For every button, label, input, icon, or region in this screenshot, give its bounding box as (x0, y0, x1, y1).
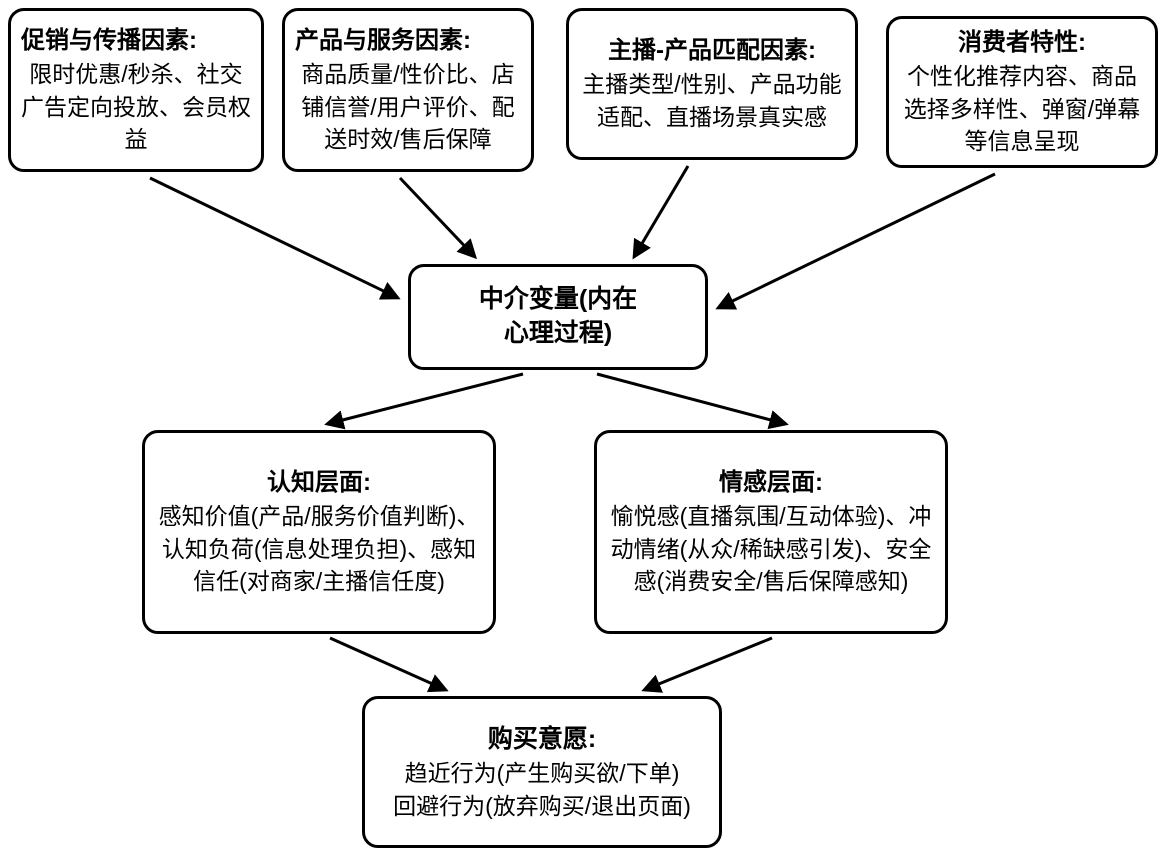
box-consumer-traits-title: 消费者特性: (958, 28, 1086, 56)
box-promotion-title: 促销与传播因素: (21, 26, 197, 54)
box-emotional-level: 情感层面: 愉悦感(直播氛围/互动体验)、冲动情绪(从众/稀缺感引发)、安全感(… (594, 430, 948, 634)
box-anchor-product-match-title: 主播-产品匹配因素: (608, 37, 816, 65)
arrow-consumer-to-mediator (715, 172, 996, 310)
box-consumer-traits-body: 个性化推荐内容、商品选择多样性、弹窗/弹幕等信息呈现 (903, 63, 1141, 155)
box-anchor-product-match-body: 主播类型/性别、产品功能适配、直播场景真实感 (582, 71, 842, 131)
arrow-cognitive-to-purchase (329, 636, 449, 693)
box-purchase-title: 购买意愿: (487, 724, 597, 753)
box-product-service-title: 产品与服务因素: (295, 26, 471, 54)
arrow-product-to-mediator (398, 176, 478, 260)
box-purchase-body-line1: 趋近行为(产生购买欲/下单) (404, 760, 680, 787)
box-consumer-traits: 消费者特性: 个性化推荐内容、商品选择多样性、弹窗/弹幕等信息呈现 (886, 16, 1158, 168)
box-mediator-title-line2: 心理过程) (503, 319, 613, 347)
box-cognitive-body: 感知价值(产品/服务价值判断)、认知负荷(信息处理负担)、感知信任(对商家/主播… (158, 503, 480, 595)
box-promotion-factors: 促销与传播因素: 限时优惠/秒杀、社交广告定向投放、会员权益 (8, 8, 264, 172)
box-anchor-product-match-factors: 主播-产品匹配因素: 主播类型/性别、产品功能适配、直播场景真实感 (566, 8, 858, 160)
box-purchase-intention: 购买意愿: 趋近行为(产生购买欲/下单) 回避行为(放弃购买/退出页面) (362, 696, 722, 848)
box-product-service-factors: 产品与服务因素: 商品质量/性价比、店铺信誉/用户评价、配送时效/售后保障 (282, 8, 534, 172)
box-mediator-variable: 中介变量(内在 心理过程) (408, 264, 708, 370)
arrow-promotion-to-mediator (149, 176, 401, 300)
box-emotional-body: 愉悦感(直播氛围/互动体验)、冲动情绪(从众/稀缺感引发)、安全感(消费安全/售… (610, 503, 932, 595)
box-promotion-body: 限时优惠/秒杀、社交广告定向投放、会员权益 (21, 61, 251, 153)
box-purchase-body-line2: 回避行为(放弃购买/退出页面) (393, 792, 691, 819)
box-emotional-title: 情感层面: (719, 468, 823, 496)
arrow-emotional-to-purchase (641, 636, 773, 693)
box-product-service-body: 商品质量/性价比、店铺信誉/用户评价、配送时效/售后保障 (301, 61, 515, 153)
arrow-anchor-to-mediator (632, 165, 690, 260)
arrow-mediator-to-cognitive (324, 372, 524, 430)
box-cognitive-title: 认知层面: (267, 468, 371, 496)
box-mediator-title-line1: 中介变量(内在 (478, 285, 638, 314)
arrow-mediator-to-emotional (596, 372, 789, 430)
box-cognitive-level: 认知层面: 感知价值(产品/服务价值判断)、认知负荷(信息处理负担)、感知信任(… (142, 430, 496, 634)
